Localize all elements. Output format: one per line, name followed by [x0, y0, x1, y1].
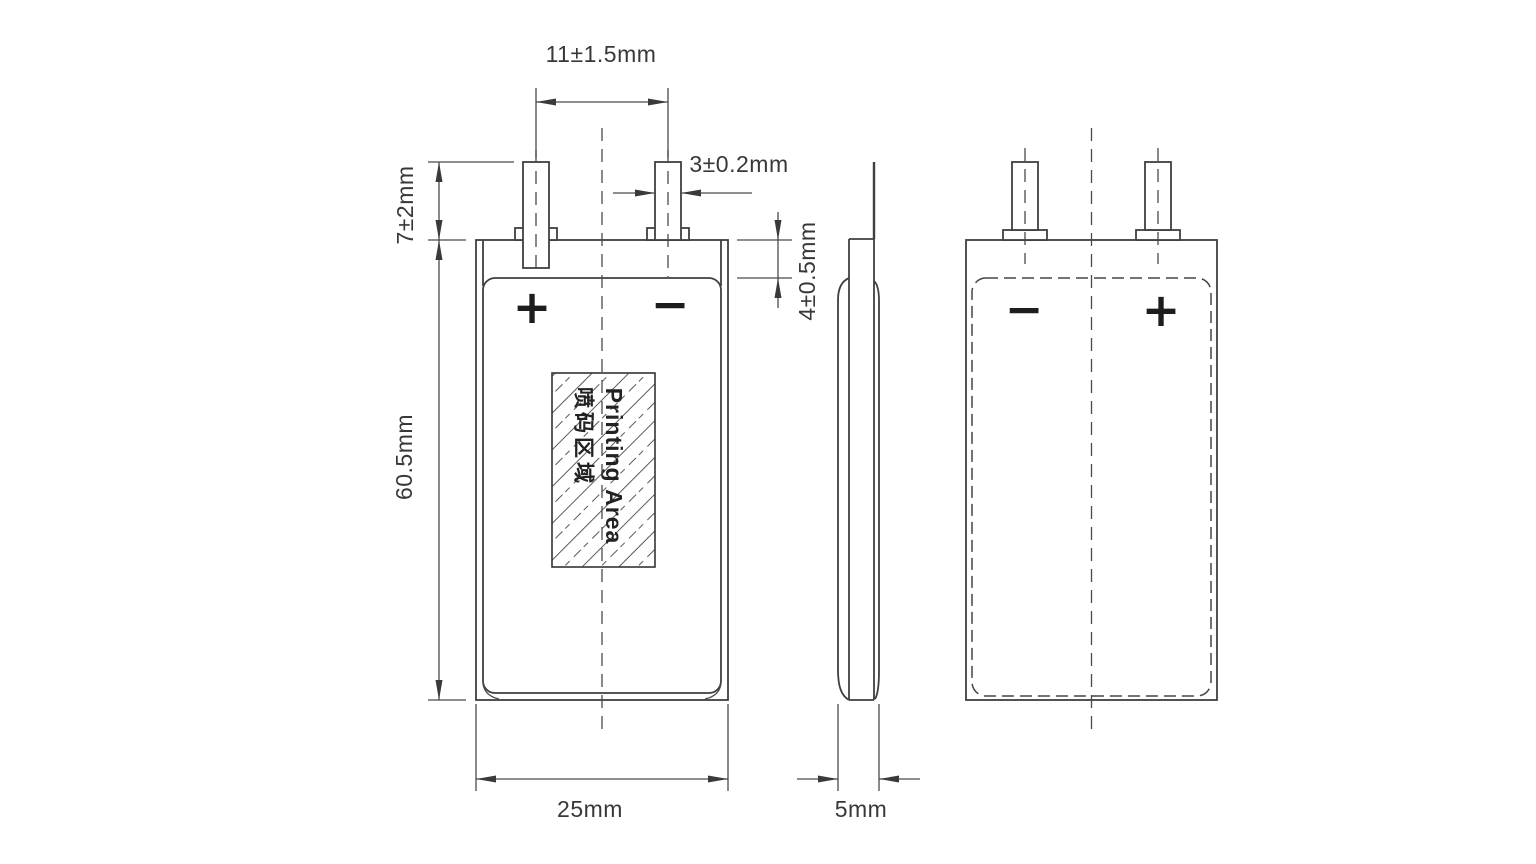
- back-inner-cell-outline: [971, 277, 1212, 697]
- back-negative-symbol: −: [1005, 282, 1044, 336]
- arrowhead-down: [774, 220, 782, 240]
- front-bottom-left-fold-mark: [482, 683, 500, 700]
- arrowhead-left: [879, 775, 899, 783]
- back-positive-symbol: +: [1142, 283, 1181, 337]
- arrowhead-right: [708, 775, 728, 783]
- dim-tab-length-label: 7±2mm: [392, 165, 418, 244]
- dim-top-seal: 4±0.5mm: [737, 212, 820, 321]
- arrowhead-right: [648, 98, 668, 106]
- arrowhead-left: [681, 189, 701, 197]
- printing-area-label-zh: 喷码区域: [572, 387, 596, 487]
- dim-tab-pitch: 11±1.5mm: [535, 41, 669, 158]
- side-view: [837, 162, 880, 701]
- dim-body-width: 25mm: [475, 704, 729, 822]
- side-pouch-right-bulge: [873, 280, 880, 700]
- arrowhead-up: [435, 162, 443, 182]
- front-negative-symbol: −: [651, 277, 690, 331]
- dim-top-seal-label: 4±0.5mm: [794, 221, 820, 320]
- dim-body-height-label: 60.5mm: [391, 414, 417, 500]
- arrowhead-up: [774, 278, 782, 298]
- back-view: − +: [965, 128, 1218, 737]
- dim-tab-length: 7±2mm: [392, 161, 514, 245]
- dim-body-width-label: 25mm: [557, 796, 623, 822]
- front-bottom-right-fold-mark: [704, 683, 722, 700]
- arrowhead-right: [818, 775, 838, 783]
- dim-tab-width-label: 3±0.2mm: [689, 151, 788, 177]
- dim-thickness: 5mm: [797, 704, 920, 822]
- dim-thickness-label: 5mm: [835, 796, 888, 822]
- printing-area-box: [551, 372, 656, 568]
- arrowhead-left: [476, 775, 496, 783]
- arrowhead-down: [435, 680, 443, 700]
- arrowhead-up: [435, 240, 443, 260]
- dim-body-height: 60.5mm: [391, 240, 466, 701]
- front-positive-symbol: +: [513, 280, 552, 334]
- arrowhead-left: [536, 98, 556, 106]
- arrowhead-right: [635, 189, 655, 197]
- side-pouch-left-bulge: [837, 277, 850, 701]
- printing-area: Printing Area 喷码区域: [551, 372, 656, 568]
- dim-tab-width: 3±0.2mm: [613, 151, 788, 197]
- printing-area-label-en: Printing Area: [601, 388, 627, 545]
- arrowhead-down: [435, 220, 443, 240]
- dim-tab-pitch-label: 11±1.5mm: [546, 41, 657, 67]
- front-view: + − Printing Area 喷码区域: [475, 128, 729, 736]
